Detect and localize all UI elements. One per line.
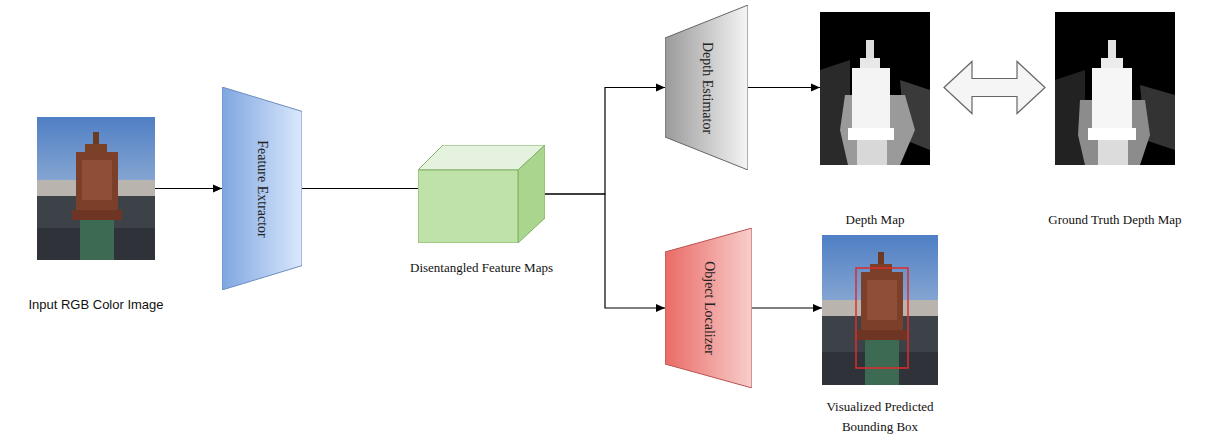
input-image: Input RGB Color Image [37, 117, 155, 260]
module-label: Depth Estimator [699, 38, 715, 138]
depth-map-image [820, 12, 930, 165]
bounding-box-photo [822, 235, 938, 385]
predicted-box-image: Visualized Predicted Bounding Box [822, 235, 938, 385]
module-label: Feature Extractor [254, 134, 270, 244]
ground-truth-map: Ground Truth Depth Map [1055, 12, 1175, 165]
feature-cube: Disentangled Feature Maps [418, 145, 545, 243]
feature-extractor: Feature Extractor [222, 87, 302, 290]
caption: Ground Truth Depth Map [1048, 210, 1181, 230]
ground-truth-depth-image [1055, 12, 1175, 165]
input-photo [37, 117, 155, 260]
caption: Input RGB Color Image [28, 295, 163, 315]
depth-estimator: Depth Estimator [665, 5, 748, 170]
connector [155, 185, 222, 193]
caption: Depth Map [846, 210, 905, 230]
connector [545, 84, 665, 195]
connector [302, 188, 418, 189]
cube-shape [418, 145, 545, 243]
object-localizer: Object Localizer [665, 228, 752, 388]
caption: Visualized Predicted Bounding Box [810, 397, 950, 437]
depth-map: Depth Map [820, 12, 930, 165]
connector [752, 304, 822, 312]
caption: Disentangled Feature Maps [410, 258, 553, 278]
connector [944, 62, 1045, 114]
module-label: Object Localizer [701, 258, 717, 358]
connector [545, 194, 665, 312]
connector [748, 84, 820, 92]
